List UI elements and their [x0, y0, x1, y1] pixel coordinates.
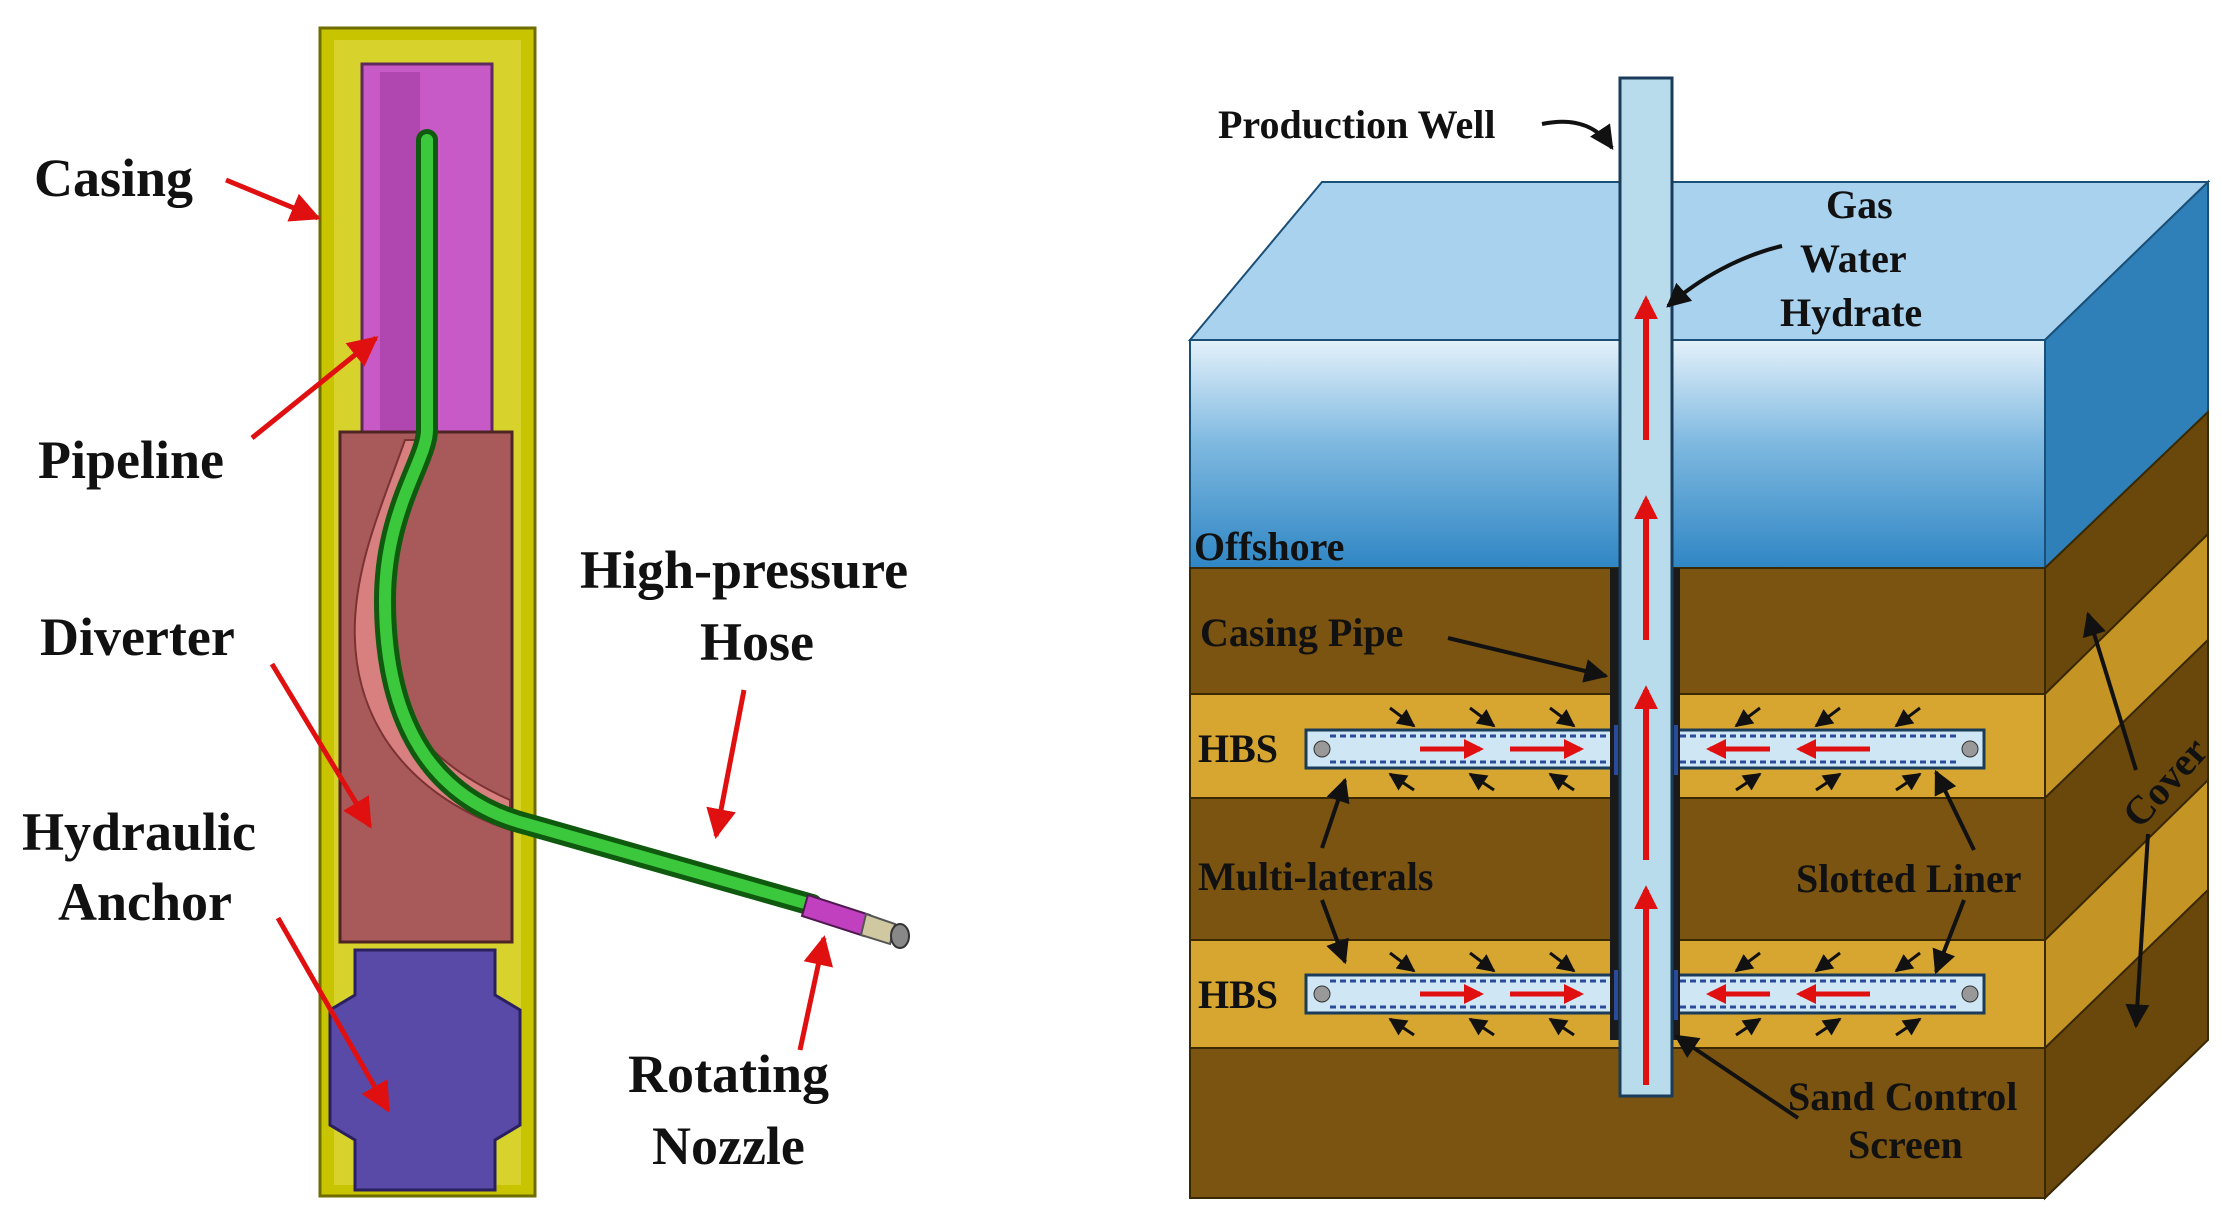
arrow-cover-down [2125, 833, 2150, 1029]
arrow-anchor [275, 916, 391, 1113]
cover-side-bottom [2044, 887, 2209, 1201]
label-casing: Casing [34, 148, 193, 208]
arrow-slotted-liner-up [1934, 769, 1976, 851]
sand-control-screen [1614, 725, 1678, 1020]
sea-top [1187, 181, 2211, 341]
right-callout-arrows [1320, 119, 2150, 1120]
arrow-multi-laterals-up [1320, 777, 1350, 849]
hydraulic-anchor-body [328, 948, 522, 1192]
label-production-well: Production Well [1218, 102, 1495, 147]
label-hydrate: Hydrate [1780, 290, 1922, 335]
right-panel-well-diagram: Production Well Gas Water Hydrate Offsho… [1187, 76, 2217, 1201]
arrow-casing [225, 177, 321, 222]
label-screen: Screen [1848, 1122, 1963, 1167]
label-slotted-liner: Slotted Liner [1796, 856, 2022, 901]
arrow-pipeline [250, 336, 379, 440]
label-multi-laterals: Multi-laterals [1198, 854, 1434, 899]
label-offshore: Offshore [1194, 524, 1344, 569]
left-callout-arrows [225, 177, 834, 1113]
label-pipeline: Pipeline [38, 430, 224, 490]
arrow-gas-water-hydrate [1666, 244, 1783, 308]
arrow-casing-pipe [1447, 636, 1609, 683]
arrow-cover-up [2082, 611, 2138, 771]
label-casing-pipe: Casing Pipe [1200, 610, 1403, 655]
label-hbs-upper: HBS [1198, 726, 1278, 771]
label-high-pressure: High-pressure [580, 540, 908, 600]
label-sand-control: Sand Control [1788, 1074, 2017, 1119]
label-anchor: Anchor [58, 872, 232, 932]
high-pressure-hose-shine [379, 134, 818, 911]
label-water: Water [1800, 236, 1907, 281]
arrow-hose [706, 689, 747, 839]
arrow-diverter [269, 662, 373, 829]
pipeline-highlight [380, 72, 420, 437]
arrow-production-well [1541, 119, 1614, 150]
arrow-slotted-liner-down [1932, 899, 1966, 975]
label-gas: Gas [1826, 182, 1893, 227]
left-panel-tool-diagram: Casing Pipeline Diverter Hydraulic Ancho… [22, 26, 910, 1198]
label-nozzle: Nozzle [652, 1116, 805, 1176]
arrow-multi-laterals-down [1320, 899, 1349, 965]
inflow-arrows [1388, 706, 1922, 1037]
arrow-sand-control [1674, 1034, 1800, 1120]
label-hose: Hose [700, 612, 814, 672]
label-rotating: Rotating [628, 1044, 829, 1104]
label-hbs-lower: HBS [1198, 972, 1278, 1017]
label-hydraulic: Hydraulic [22, 802, 256, 862]
lateral-flow-arrows [1420, 739, 1870, 1004]
arrow-nozzle [797, 935, 834, 1051]
label-diverter: Diverter [40, 607, 235, 667]
rotating-nozzle [800, 893, 910, 949]
